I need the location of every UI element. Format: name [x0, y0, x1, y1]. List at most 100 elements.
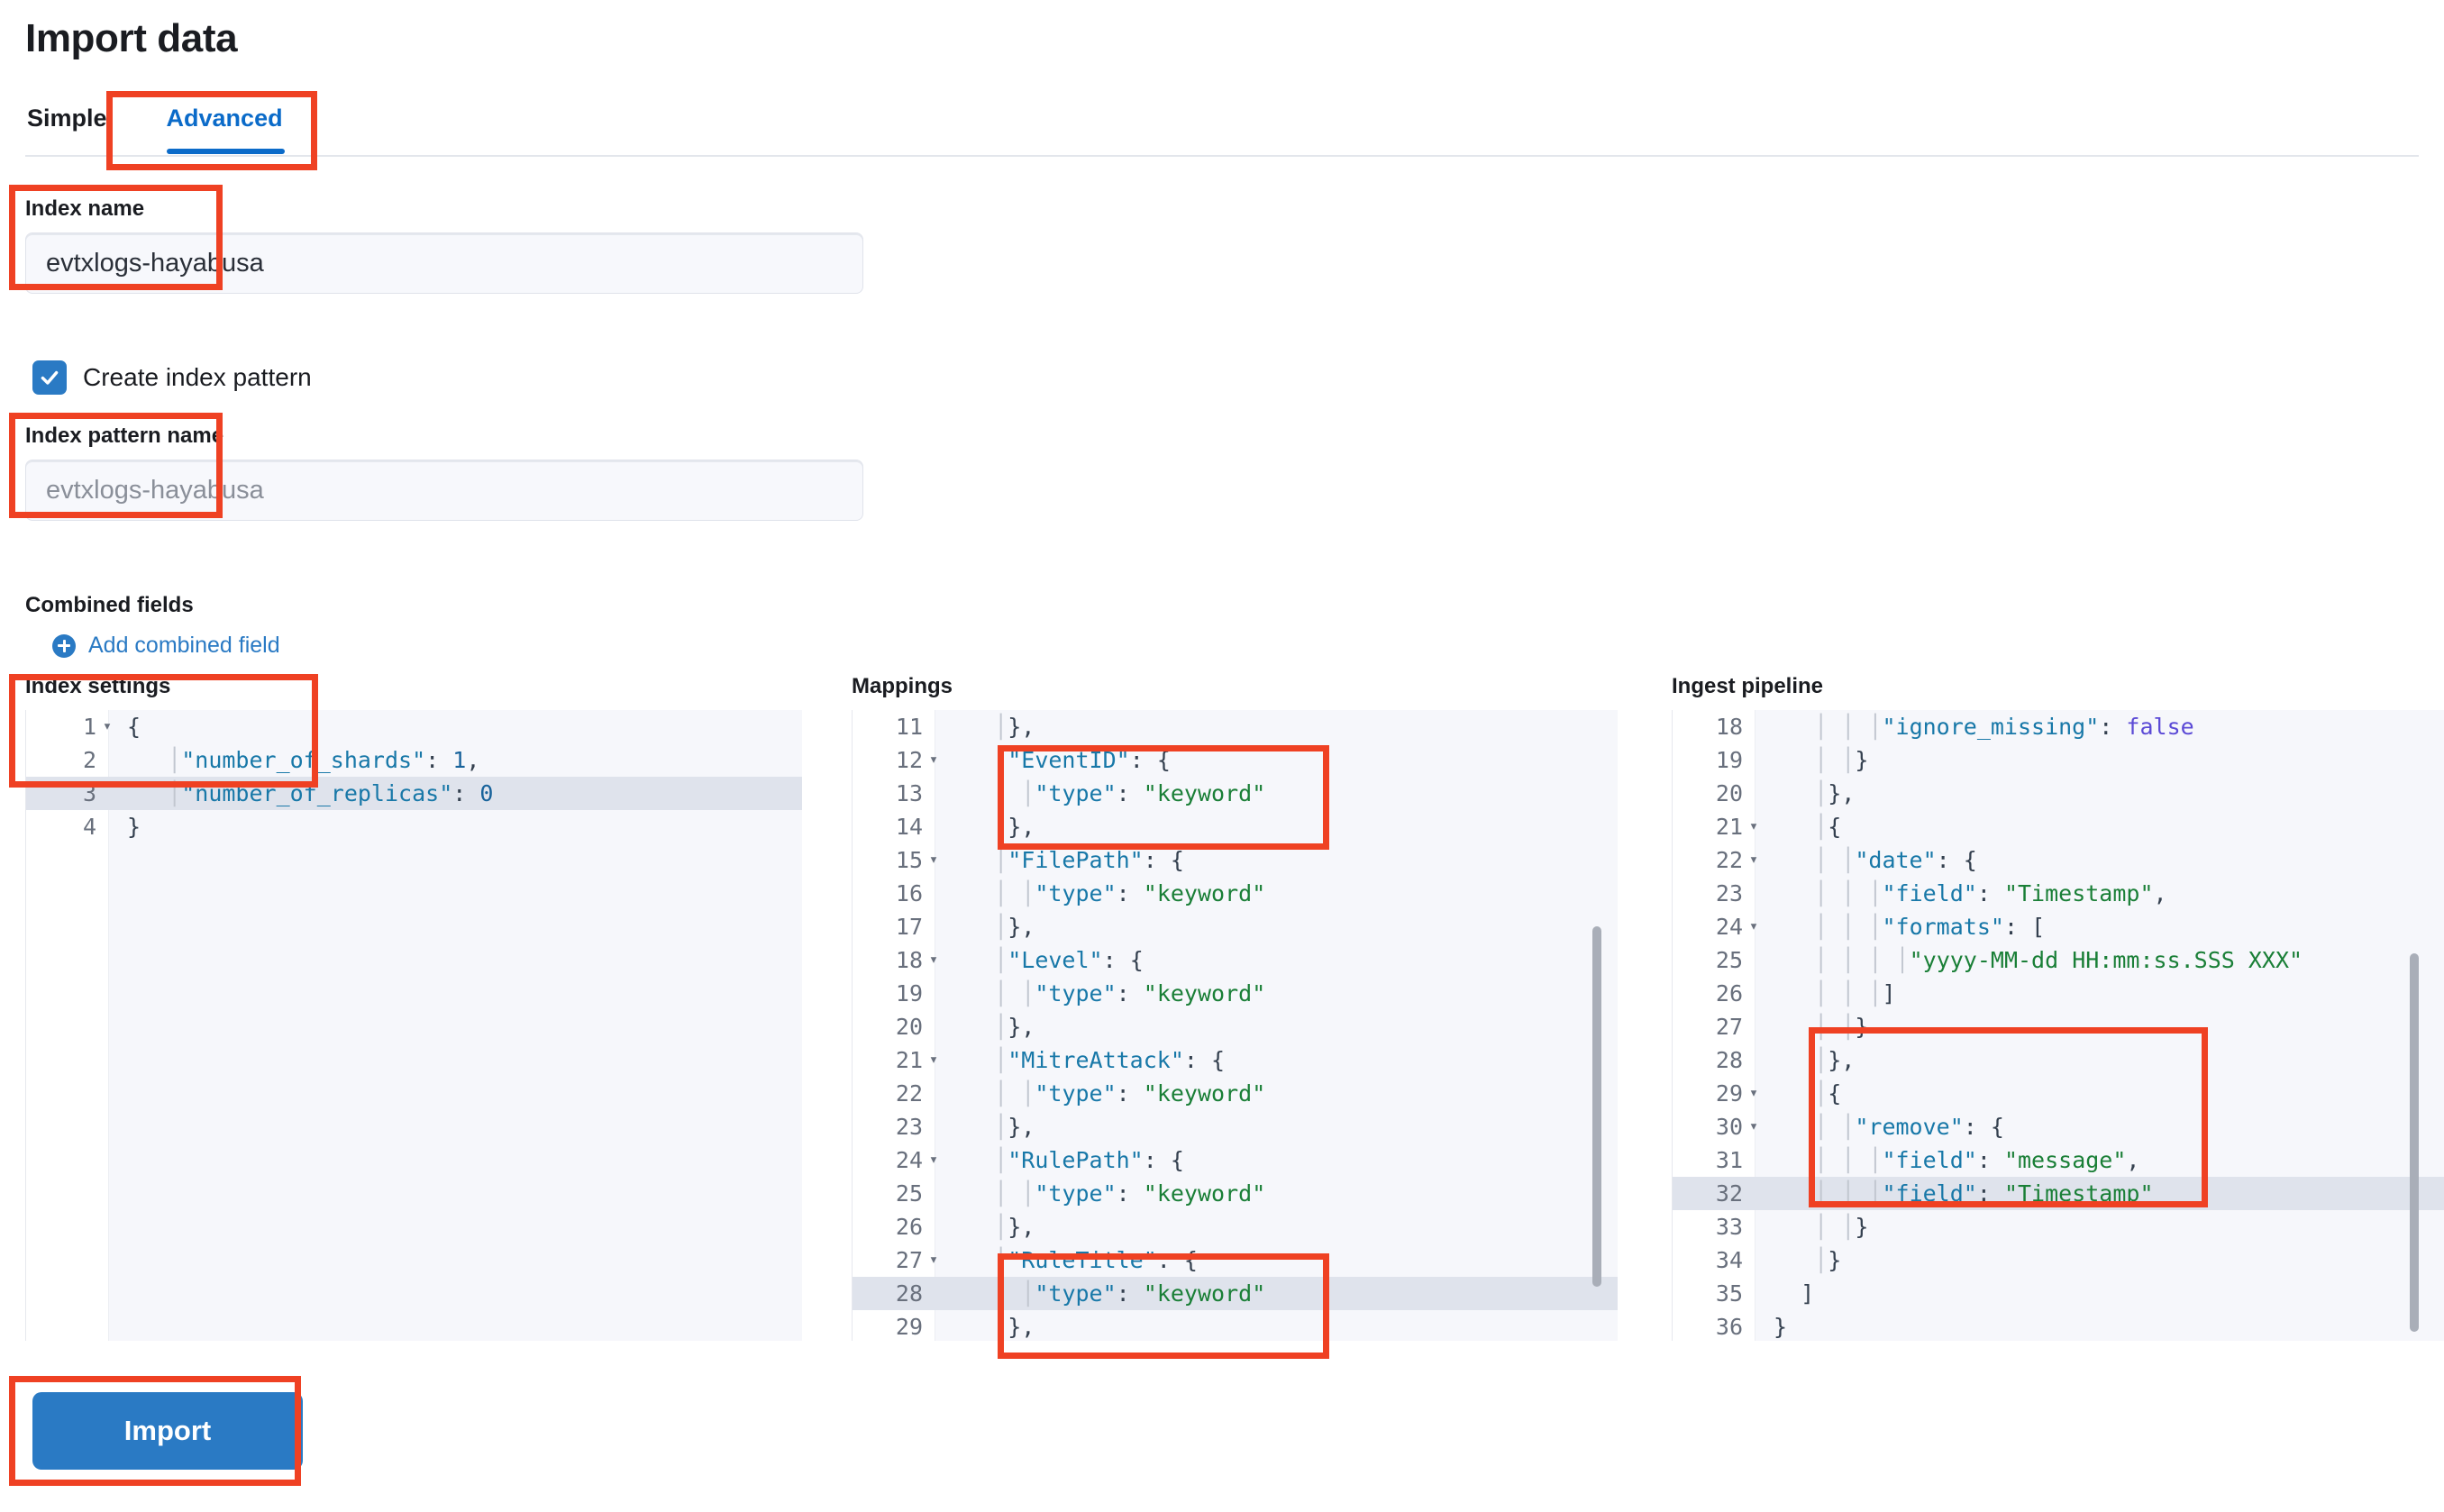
- code-line[interactable]: 28 │},: [1673, 1043, 2444, 1077]
- code-line[interactable]: 18▾ │"Level": {: [853, 943, 1618, 977]
- add-combined-field-label: Add combined field: [88, 633, 280, 658]
- create-index-pattern-label: Create index pattern: [83, 363, 312, 391]
- code-line[interactable]: 21▾ │{: [1673, 810, 2444, 843]
- fold-toggle-icon[interactable]: ▾: [928, 751, 939, 769]
- code-line[interactable]: 30▾ │ │"remove": {: [1673, 1110, 2444, 1143]
- code-line[interactable]: 16 │ │"type": "keyword": [853, 877, 1618, 910]
- line-number: 20: [1715, 780, 1743, 806]
- ingest-pipeline-title: Ingest pipeline: [1672, 674, 1824, 698]
- code-line[interactable]: 25 │ │"type": "keyword": [853, 1177, 1618, 1210]
- index-settings-gutter: [26, 710, 109, 1341]
- code-line[interactable]: 26 │},: [853, 1210, 1618, 1243]
- fold-toggle-icon[interactable]: ▾: [928, 1051, 939, 1069]
- fold-toggle-icon[interactable]: ▾: [928, 851, 939, 869]
- code-line[interactable]: 36}: [1673, 1310, 2444, 1341]
- line-number: 34: [1715, 1247, 1743, 1273]
- code-text: ]: [1801, 1280, 1815, 1307]
- code-text: │ │"type": "keyword": [994, 980, 1266, 1006]
- fold-toggle-icon[interactable]: ▾: [928, 1251, 939, 1269]
- code-line[interactable]: 3 │"number_of_replicas": 0: [26, 777, 802, 810]
- code-text: │ │"date": {: [1814, 847, 1977, 873]
- code-text: │ │ │]: [1814, 980, 1896, 1006]
- code-line[interactable]: 25 │ │ │ │"yyyy-MM-dd HH:mm:ss.SSS XXX": [1673, 943, 2444, 977]
- index-settings-code[interactable]: 1▾{2 │"number_of_shards": 1,3 │"number_o…: [26, 710, 802, 843]
- code-text: │ │ │"formats": [: [1814, 914, 2046, 940]
- code-line[interactable]: 1▾{: [26, 710, 802, 743]
- index-pattern-name-label: Index pattern name: [25, 424, 224, 448]
- fold-toggle-icon[interactable]: ▾: [1748, 851, 1759, 869]
- code-line[interactable]: 11 │},: [853, 710, 1618, 743]
- tab-bar: Simple Advanced: [25, 99, 2419, 157]
- mappings-editor[interactable]: 11 │},12▾ │"EventID": {13 │ │"type": "ke…: [852, 710, 1618, 1341]
- import-button[interactable]: Import: [32, 1392, 303, 1470]
- code-text: │ │"type": "keyword": [994, 780, 1266, 806]
- code-line[interactable]: 24 ▾ │ │ │"formats": [: [1673, 910, 2444, 943]
- code-line[interactable]: 34 │}: [1673, 1243, 2444, 1277]
- index-name-input[interactable]: evtxlogs-hayabusa: [25, 232, 863, 294]
- line-number: 29: [1715, 1080, 1743, 1107]
- code-line[interactable]: 27▾ │"RuleTitle": {: [853, 1243, 1618, 1277]
- code-line[interactable]: 33 │ │}: [1673, 1210, 2444, 1243]
- code-line[interactable]: 22 │ │"type": "keyword": [853, 1077, 1618, 1110]
- code-line[interactable]: 18 │ │ │"ignore_missing": false: [1673, 710, 2444, 743]
- fold-toggle-icon[interactable]: ▾: [1748, 1117, 1759, 1135]
- code-line[interactable]: 29▾ │{: [1673, 1077, 2444, 1110]
- line-number: 1: [82, 714, 96, 740]
- code-line[interactable]: 26 │ │ │]: [1673, 977, 2444, 1010]
- ingest-pipeline-scrollbar[interactable]: [2410, 953, 2419, 1332]
- tab-advanced[interactable]: Advanced: [134, 99, 310, 154]
- code-text: │ │ │"field": "Timestamp": [1814, 1180, 2154, 1207]
- mappings-gutter: [853, 710, 935, 1341]
- fold-toggle-icon[interactable]: ▾: [928, 1151, 939, 1169]
- index-pattern-name-group: Index pattern name evtxlogs-hayabusa: [25, 424, 863, 521]
- code-line[interactable]: 4}: [26, 810, 802, 843]
- code-line[interactable]: 35 ]: [1673, 1277, 2444, 1310]
- code-line[interactable]: 31 │ │ │"field": "message",: [1673, 1143, 2444, 1177]
- code-line[interactable]: 15▾ │"FilePath": {: [853, 843, 1618, 877]
- code-text: }: [1774, 1314, 1788, 1340]
- code-line[interactable]: 12▾ │"EventID": {: [853, 743, 1618, 777]
- fold-toggle-icon[interactable]: ▾: [1748, 917, 1759, 935]
- line-number: 24: [895, 1147, 923, 1173]
- code-line[interactable]: 21▾ │"MitreAttack": {: [853, 1043, 1618, 1077]
- code-line[interactable]: 32 │ │ │"field": "Timestamp": [1673, 1177, 2444, 1210]
- index-pattern-name-placeholder: evtxlogs-hayabusa: [46, 475, 264, 505]
- code-line[interactable]: 22▾ │ │"date": {: [1673, 843, 2444, 877]
- index-pattern-name-input[interactable]: evtxlogs-hayabusa: [25, 460, 863, 521]
- index-settings-editor[interactable]: 1▾{2 │"number_of_shards": 1,3 │"number_o…: [25, 710, 802, 1341]
- checkbox-checked-icon[interactable]: [32, 360, 67, 395]
- add-combined-field-button[interactable]: Add combined field: [52, 633, 280, 659]
- fold-toggle-icon[interactable]: ▾: [1748, 817, 1759, 835]
- code-line[interactable]: 20 │},: [853, 1010, 1618, 1043]
- code-line[interactable]: 17 │},: [853, 910, 1618, 943]
- line-number: 4: [82, 814, 96, 840]
- fold-toggle-icon[interactable]: ▾: [928, 951, 939, 969]
- code-text: │"Level": {: [994, 947, 1144, 973]
- create-index-pattern-row[interactable]: Create index pattern: [32, 360, 312, 395]
- code-line[interactable]: 27 │ │}: [1673, 1010, 2444, 1043]
- code-text: │},: [994, 1014, 1035, 1040]
- code-line[interactable]: 14 │},: [853, 810, 1618, 843]
- fold-toggle-icon[interactable]: ▾: [102, 717, 113, 735]
- code-line[interactable]: 23 │ │ │"field": "Timestamp",: [1673, 877, 2444, 910]
- code-line[interactable]: 19 │ │"type": "keyword": [853, 977, 1618, 1010]
- code-line[interactable]: 13 │ │"type": "keyword": [853, 777, 1618, 810]
- tab-simple[interactable]: Simple: [25, 99, 134, 152]
- code-text: │},: [994, 914, 1035, 940]
- fold-toggle-icon[interactable]: ▾: [1748, 1084, 1759, 1102]
- code-text: │"number_of_shards": 1,: [168, 747, 480, 773]
- line-number: 18: [1715, 714, 1743, 740]
- mappings-code[interactable]: 11 │},12▾ │"EventID": {13 │ │"type": "ke…: [853, 710, 1618, 1341]
- code-line[interactable]: 23 │},: [853, 1110, 1618, 1143]
- mappings-scrollbar[interactable]: [1592, 926, 1601, 1287]
- code-line[interactable]: 20 │},: [1673, 777, 2444, 810]
- code-line[interactable]: 19 │ │}: [1673, 743, 2444, 777]
- line-number: 24: [1715, 914, 1743, 940]
- code-line[interactable]: 2 │"number_of_shards": 1,: [26, 743, 802, 777]
- code-line[interactable]: 24▾ │"RulePath": {: [853, 1143, 1618, 1177]
- code-line[interactable]: 29 │},: [853, 1310, 1618, 1341]
- code-text: │},: [994, 714, 1035, 740]
- code-line[interactable]: 28 │ │"type": "keyword": [853, 1277, 1618, 1310]
